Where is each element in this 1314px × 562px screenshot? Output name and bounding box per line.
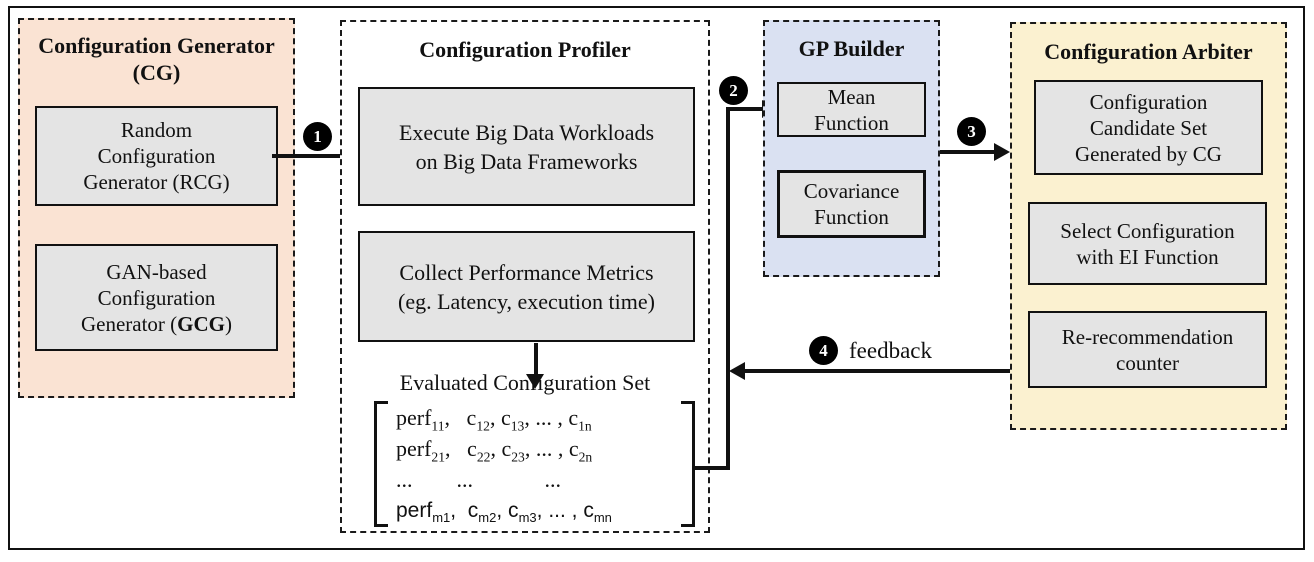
feedback-label: feedback	[849, 338, 932, 363]
collect-line2: (eg. Latency, execution time)	[398, 288, 655, 314]
mean-line2: Function	[814, 110, 889, 135]
covariance-line2: Function	[814, 205, 889, 229]
gcg-prefix: Generator (	[80, 311, 178, 336]
profiler-title: Configuration Profiler	[419, 37, 631, 62]
gcg-line2: Configuration	[97, 285, 216, 310]
rcg-line3: Generator (RCG)	[83, 170, 230, 194]
execute-line2: on Big Data Frameworks	[415, 148, 638, 174]
select-line2: with EI Function	[1076, 244, 1219, 269]
execute-workloads-box: Execute Big Data Workloads on Big Data F…	[358, 87, 695, 206]
cg-title: Configuration Generator (CG)	[20, 32, 293, 86]
collect-line1: Collect Performance Metrics	[399, 259, 654, 285]
rcg-line2: Configuration	[97, 144, 216, 168]
gcg-acronym: GCG	[177, 311, 226, 336]
cg-title-line1: Configuration Generator	[38, 33, 275, 58]
gcg-suffix: )	[225, 311, 233, 336]
arrowhead-4-icon	[729, 362, 745, 380]
candidate-line1: Configuration	[1089, 89, 1208, 114]
gcg-box: GAN-based Configuration Generator (GCG)	[35, 244, 278, 351]
mean-line1: Mean	[827, 84, 876, 109]
arrowhead-down-icon	[526, 374, 544, 389]
matrix-row: perf11, c12, c13, ... , c1n	[396, 405, 592, 434]
flow-line-collect-to-set	[534, 343, 538, 376]
covariance-function-box: Covariance Function	[777, 170, 926, 238]
cg-title-line2: (CG)	[132, 60, 181, 85]
execute-line1: Execute Big Data Workloads	[398, 119, 655, 145]
matrix-right-bracket	[681, 401, 695, 527]
rerec-line1: Re-recommendation	[1061, 324, 1234, 349]
arrowhead-3-icon	[994, 143, 1010, 161]
flow-line-3	[940, 150, 996, 154]
matrix-row: ... ... ...	[396, 467, 561, 492]
matrix-row: perf21, c22, c23, ... , c2n	[396, 436, 593, 465]
step-4-badge: 4	[809, 336, 838, 365]
candidate-line3: Generated by CG	[1075, 141, 1222, 166]
mean-function-box: Mean Function	[777, 82, 926, 137]
step-1-badge: 1	[303, 122, 332, 151]
flow-line-2-top	[726, 107, 764, 111]
rerec-line2: counter	[1116, 350, 1179, 375]
rcg-line1: Random	[120, 118, 193, 142]
select-line1: Select Configuration	[1060, 218, 1235, 243]
gcg-line3: Generator (GCG)	[81, 311, 232, 337]
rcg-box: Random Configuration Generator (RCG)	[35, 106, 278, 206]
gcg-line1: GAN-based	[106, 259, 207, 284]
evaluated-set-label: Evaluated Configuration Set	[399, 370, 651, 395]
candidate-line2: Candidate Set	[1089, 115, 1208, 140]
flow-line-4	[744, 369, 1010, 373]
rerecommendation-counter-box: Re-recommendation counter	[1028, 311, 1267, 388]
flow-line-2-vertical	[726, 107, 730, 470]
step-2-badge: 2	[719, 76, 748, 105]
candidate-set-box: Configuration Candidate Set Generated by…	[1034, 80, 1263, 175]
matrix-left-bracket	[374, 401, 388, 527]
matrix-row: perfm1, cm2, cm3, ... , cmn	[396, 499, 612, 526]
covariance-line1: Covariance	[803, 179, 900, 203]
panel-gp-builder: GP Builder	[763, 20, 940, 277]
step-3-badge: 3	[957, 117, 986, 146]
select-configuration-box: Select Configuration with EI Function	[1028, 202, 1267, 285]
gp-title: GP Builder	[798, 36, 905, 61]
flow-line-1	[272, 154, 346, 158]
collect-metrics-box: Collect Performance Metrics (eg. Latency…	[358, 231, 695, 342]
outer-frame	[8, 6, 1305, 550]
arbiter-title: Configuration Arbiter	[1044, 39, 1253, 64]
flow-line-2-bottom	[695, 466, 730, 470]
